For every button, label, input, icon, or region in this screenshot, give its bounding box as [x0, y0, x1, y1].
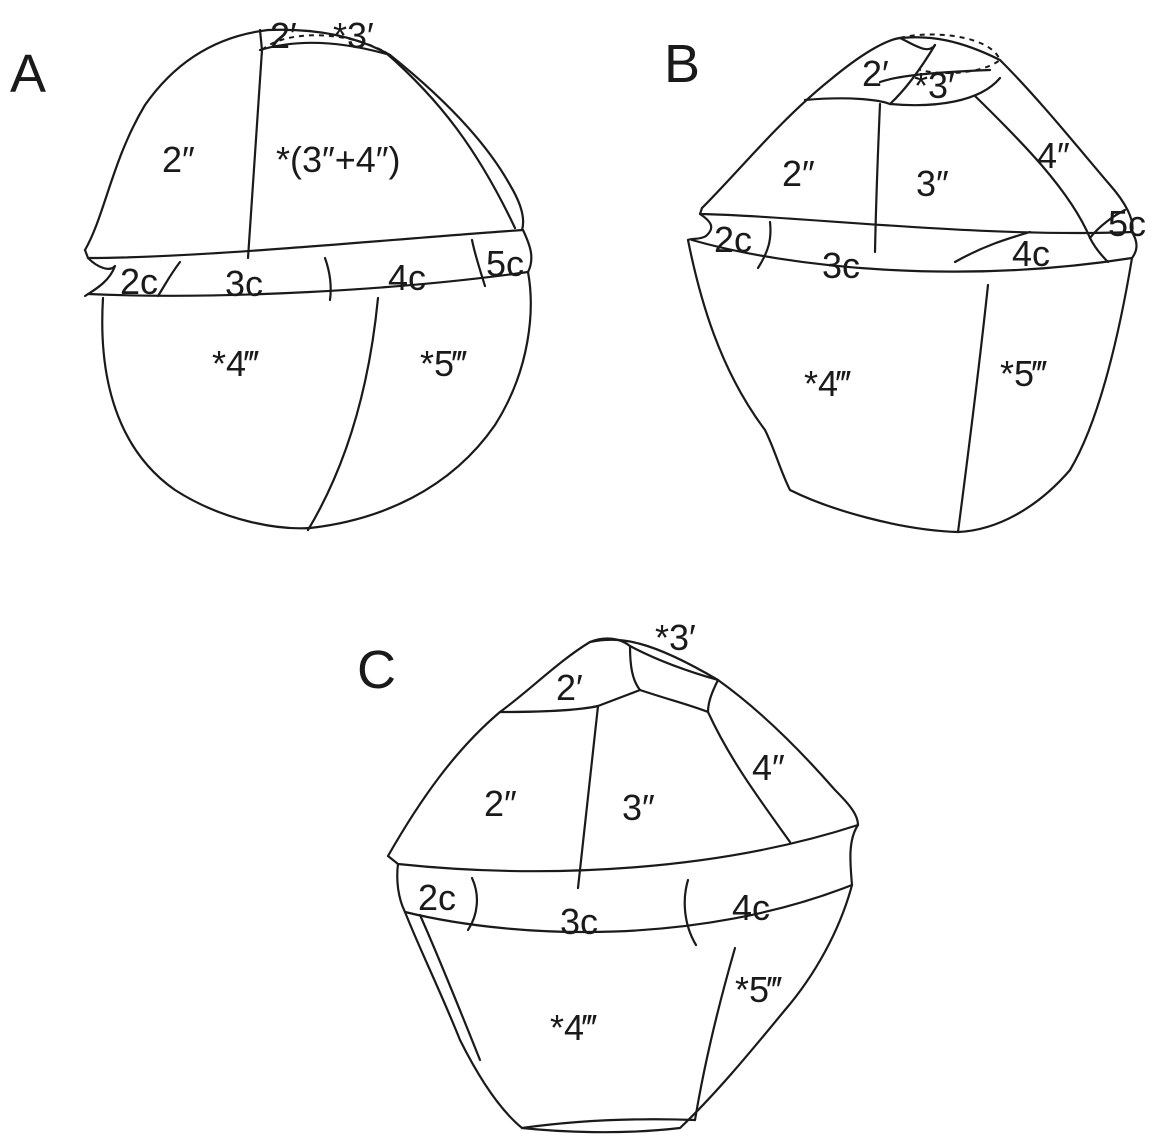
- panel-a-cingulum-suture-3c: [325, 258, 331, 300]
- panel-a-label-2c: 2c: [120, 261, 158, 302]
- panel-b-cingulum-suture-2c: [758, 222, 771, 268]
- panel-c-label-2pp: 2″: [484, 783, 517, 824]
- panel-c-label-2a: 2′: [556, 667, 583, 708]
- panel-c-hypotheca-left-inner: [420, 915, 480, 1060]
- panel-c-suture-2a-right: [630, 646, 640, 690]
- panel-c-hypotheca-suture: [695, 948, 735, 1120]
- panel-b-label-3pp: 3″: [916, 163, 949, 204]
- panel-b-label-4c: 4c: [1012, 233, 1050, 274]
- panel-a-cingulum-suture-2c: [158, 262, 180, 296]
- panel-a-label-2a: 2′: [270, 15, 297, 56]
- panel-b-label-h4: *4‴: [804, 363, 851, 404]
- panel-b-label-2pp: 2″: [782, 153, 815, 194]
- panel-b-label-3a: *3′: [914, 65, 955, 106]
- panel-a-label-5c: 5c: [486, 243, 524, 284]
- panel-b-letter: B: [664, 34, 700, 94]
- panel-a-hypotheca-suture: [308, 298, 378, 530]
- panel-b-cingulum-suture-5c: [1090, 238, 1108, 262]
- panel-a-suture-epi-right: [385, 52, 515, 228]
- panel-b-suture-apical-bottom: [805, 98, 890, 104]
- panel-b-label-4pp: 4″: [1037, 135, 1070, 176]
- panel-c-cingulum-suture-4c: [685, 880, 696, 945]
- panel-a-label-3c: 3c: [225, 263, 263, 304]
- panel-b-hypotheca-suture: [958, 285, 988, 532]
- panel-b-cingulum-upper: [700, 208, 1132, 233]
- panel-a-suture-epi-vertical: [248, 50, 262, 258]
- panel-b-label-2c: 2c: [714, 219, 752, 260]
- panel-a: A 2′ *3′ 2″ *(3″+4″) 2c 3c 4c 5c *4‴ *5‴: [10, 15, 531, 530]
- panel-b-suture-apical-top: [900, 38, 935, 49]
- panel-b-label-2a: 2′: [862, 53, 889, 94]
- panel-a-hypotheca-outline: [102, 272, 530, 528]
- panel-a-suture-2a-3a: [260, 30, 262, 50]
- panel-a-cingulum-upper: [85, 230, 523, 258]
- panel-c-label-2c: 2c: [418, 877, 456, 918]
- panel-c-label-h4: *4‴: [550, 1007, 597, 1048]
- panel-a-label-34pp: *(3″+4″): [276, 139, 401, 180]
- panel-a-cingulum-right-end: [523, 230, 531, 272]
- panel-b-suture-2pp-3pp: [875, 104, 880, 252]
- panel-c-suture-3a-bottom: [640, 690, 708, 712]
- panel-a-label-h5: *5‴: [420, 343, 467, 384]
- panel-c-suture-2pp-3pp: [578, 706, 598, 888]
- panel-c-label-3c: 3c: [560, 901, 598, 942]
- panel-a-label-2pp: 2″: [162, 139, 195, 180]
- panel-a-cingulum-left-end: [85, 258, 115, 296]
- panel-b-label-3c: 3c: [822, 245, 860, 286]
- panel-b-label-5c: 5c: [1108, 203, 1146, 244]
- panel-b-cingulum-left-end: [688, 214, 711, 240]
- panel-c: C *3′ 2′ 2″ 3″ 4″ 2c 3c 4c *4‴ *5‴: [357, 617, 858, 1132]
- panel-b-label-h5: *5‴: [1000, 353, 1047, 394]
- panel-a-label-h4: *4‴: [212, 343, 259, 384]
- panel-c-label-3pp: 3″: [622, 787, 655, 828]
- panel-b: B 2′ *3′ 2″ 3″ 4″ 5c 2c 3c 4c *4‴ *5‴: [664, 34, 1146, 532]
- panel-c-label-4pp: 4″: [752, 747, 785, 788]
- panel-c-antapical-edge: [522, 1119, 695, 1128]
- panel-c-suture-3a-right: [708, 680, 718, 712]
- panel-c-label-h5: *5‴: [735, 969, 782, 1010]
- panel-c-letter: C: [357, 640, 396, 700]
- panel-a-label-4c: 4c: [388, 257, 426, 298]
- panel-b-hypotheca-outline: [688, 240, 1132, 532]
- panel-c-cingulum-suture-2c: [468, 878, 477, 930]
- panel-c-cingulum-right-end: [850, 825, 858, 885]
- panel-c-label-4c: 4c: [732, 887, 770, 928]
- panel-c-label-3a: *3′: [655, 617, 696, 658]
- panel-c-cingulum-left-end: [397, 864, 405, 912]
- panel-a-label-3a: *3′: [333, 15, 374, 56]
- panel-b-suture-3pp-4pp: [975, 96, 1090, 238]
- panel-c-cingulum-upper: [388, 825, 858, 871]
- panel-a-letter: A: [10, 44, 46, 104]
